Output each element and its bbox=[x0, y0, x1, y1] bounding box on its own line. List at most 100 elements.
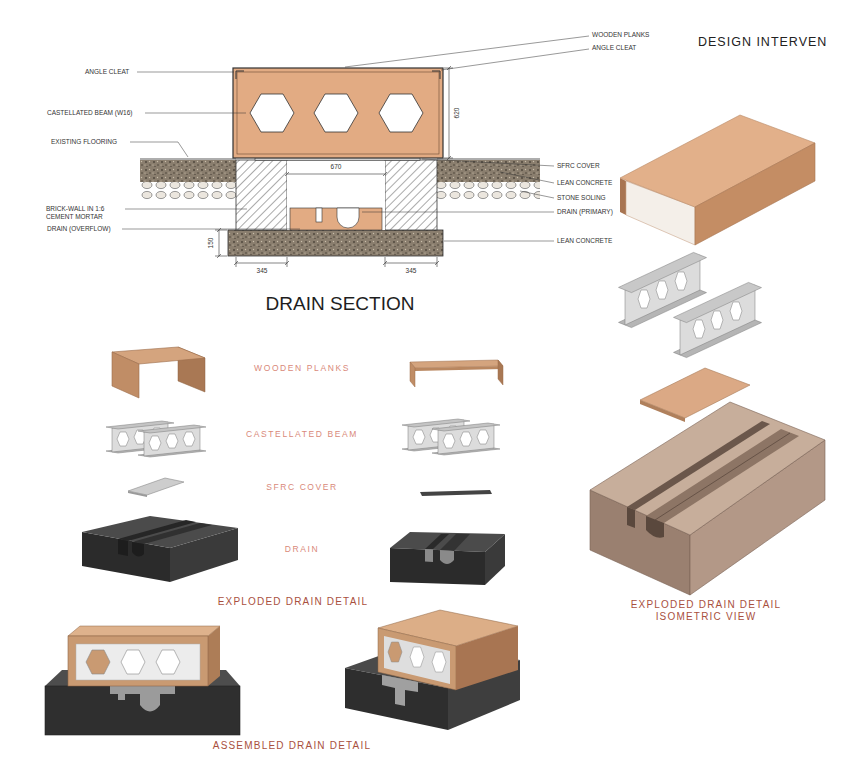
part-label: ANGLE CLEAT bbox=[592, 44, 636, 52]
wooden-planks bbox=[112, 352, 139, 398]
drain-section bbox=[290, 208, 382, 230]
drain-block bbox=[82, 516, 238, 582]
drain-block bbox=[45, 686, 240, 735]
wooden-planks bbox=[410, 362, 415, 387]
part-label: DRAIN (PRIMARY) bbox=[557, 208, 613, 216]
drain-section bbox=[236, 160, 287, 230]
drain-block bbox=[655, 433, 790, 520]
drain-block bbox=[646, 429, 799, 523]
wooden-plank-cover bbox=[456, 626, 518, 690]
part-label: CASTELLATED BEAM bbox=[246, 429, 358, 439]
wooden-plank-cover bbox=[208, 626, 220, 686]
sfrc-cover bbox=[420, 490, 492, 496]
drain-block bbox=[390, 532, 505, 585]
leader-line bbox=[137, 72, 234, 73]
leader-line bbox=[122, 36, 589, 241]
wooden-planks bbox=[410, 360, 503, 387]
part-label: LEAN CONCRETE bbox=[557, 237, 612, 245]
wooden-plank-cover bbox=[388, 642, 402, 662]
wooden-plank-cover bbox=[76, 644, 200, 680]
dimension-line bbox=[383, 257, 439, 267]
wooden-plank-cover bbox=[620, 178, 626, 215]
drain-section bbox=[379, 94, 423, 132]
leader-line bbox=[520, 191, 554, 198]
drain-section bbox=[337, 208, 359, 228]
drain-block bbox=[132, 523, 212, 544]
drain-section bbox=[437, 182, 540, 200]
leader-line bbox=[145, 113, 246, 114]
drain-section bbox=[237, 72, 439, 154]
drain-section bbox=[236, 71, 440, 79]
drain-block bbox=[590, 402, 825, 535]
wooden-plank-cover bbox=[410, 647, 424, 667]
drain-section bbox=[287, 161, 385, 230]
drain-block bbox=[390, 548, 485, 585]
view-caption: EXPLODED DRAIN DETAIL bbox=[218, 596, 369, 608]
part-label: WOODEN PLANKS bbox=[254, 363, 350, 373]
drain-block bbox=[118, 539, 128, 556]
leader-line bbox=[130, 142, 188, 157]
drain-section bbox=[122, 36, 589, 267]
part-label: SFRC COVER bbox=[557, 162, 600, 170]
part-label: STONE SOLING bbox=[557, 194, 606, 202]
leader-line bbox=[122, 229, 300, 230]
wooden-plank-cover bbox=[378, 610, 518, 690]
dimension-line bbox=[215, 228, 227, 258]
exploded-detail bbox=[82, 347, 505, 585]
wooden-plank-cover bbox=[68, 636, 208, 686]
section-title: DRAIN SECTION bbox=[266, 293, 415, 316]
drain-block bbox=[627, 507, 635, 528]
dimension: 620 bbox=[453, 108, 461, 119]
drain-block bbox=[440, 534, 470, 551]
drain-block bbox=[425, 549, 433, 562]
drain-section bbox=[140, 159, 540, 160]
drain-section bbox=[250, 94, 294, 132]
dimension: 150 bbox=[207, 238, 215, 249]
drain-block bbox=[110, 686, 175, 712]
castellated-beam bbox=[138, 425, 206, 457]
drain-section bbox=[233, 68, 443, 158]
dimension-line bbox=[234, 257, 289, 267]
assembled-detail bbox=[45, 610, 520, 735]
drain-block bbox=[132, 542, 144, 557]
sfrc-cover bbox=[640, 400, 685, 422]
wooden-planks bbox=[112, 347, 205, 398]
leader-line bbox=[444, 241, 554, 242]
drain-section bbox=[316, 208, 322, 222]
wooden-plank-cover bbox=[68, 626, 220, 686]
drain-section bbox=[385, 160, 437, 230]
dimension: 345 bbox=[257, 267, 268, 275]
drain-block bbox=[590, 402, 825, 595]
dimension: 345 bbox=[406, 267, 417, 275]
wooden-plank-cover bbox=[86, 650, 110, 674]
isometric-exploded-view bbox=[590, 115, 825, 595]
firm-heading: DESIGN INTERVEN bbox=[698, 35, 827, 50]
wooden-plank-cover bbox=[432, 652, 446, 672]
leader-line bbox=[422, 159, 554, 166]
wooden-plank-cover bbox=[384, 636, 450, 684]
dimension-line bbox=[285, 172, 387, 176]
drain-section bbox=[140, 160, 236, 182]
leader-line bbox=[441, 49, 589, 70]
castellated-beam bbox=[674, 282, 762, 357]
wooden-plank-cover bbox=[695, 143, 815, 245]
drain-section bbox=[228, 230, 443, 256]
drain-block bbox=[646, 516, 664, 538]
wooden-plank-cover bbox=[620, 115, 815, 245]
leader-line bbox=[125, 209, 247, 210]
part-label: LEAN CONCRETE bbox=[557, 179, 612, 187]
drain-section bbox=[140, 182, 236, 200]
part-label: SFRC COVER bbox=[266, 482, 338, 492]
part-label: EXISTING FLOORING bbox=[51, 138, 117, 146]
part-label: ANGLE CLEAT bbox=[85, 68, 129, 76]
drain-block bbox=[440, 550, 454, 564]
dimension-line bbox=[444, 66, 453, 160]
part-label: CASTELLATED BEAM (W16) bbox=[47, 109, 132, 117]
part-label: DRAIN bbox=[285, 544, 319, 554]
part-label: WOODEN PLANKS bbox=[592, 31, 649, 39]
dimension: 670 bbox=[331, 163, 342, 171]
wooden-plank-cover bbox=[156, 650, 180, 674]
drain-block bbox=[82, 516, 238, 548]
